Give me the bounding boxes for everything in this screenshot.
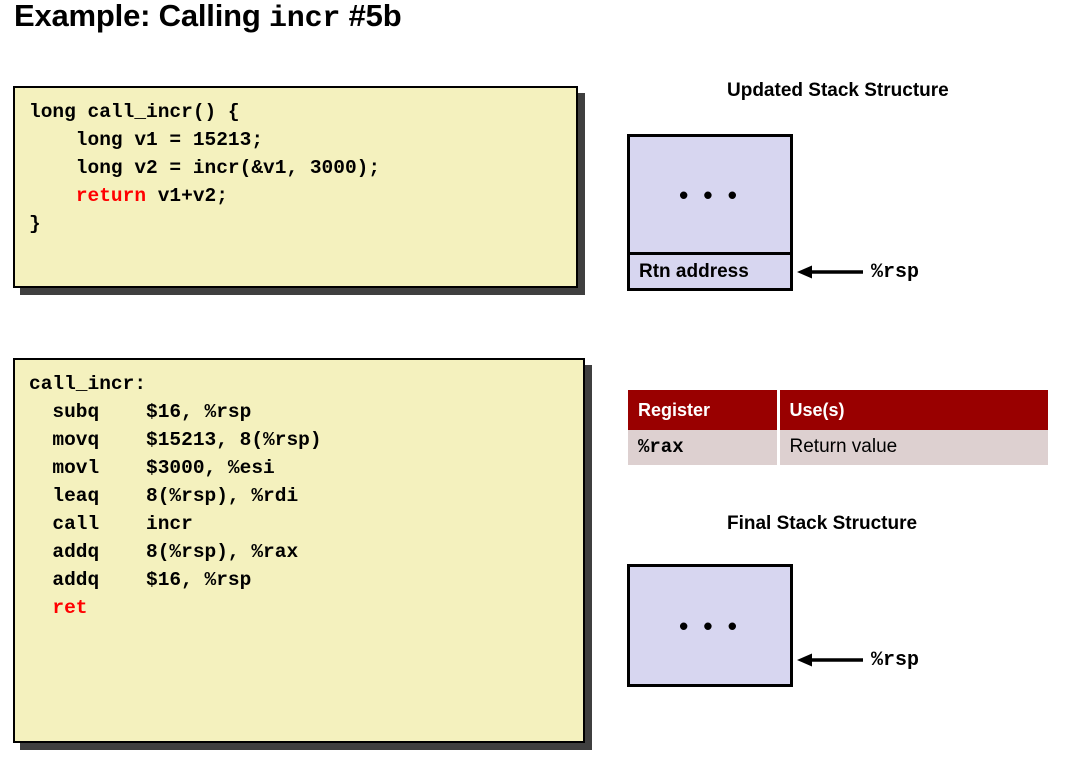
updated-stack-cell-return-address: Rtn address (630, 252, 790, 288)
final-stack-ellipsis-text: • • • (679, 610, 741, 641)
c-code-tail: v1+v2; } (29, 185, 228, 235)
table-cell-register-name: %rax (628, 430, 780, 465)
updated-stack-return-address-label: Rtn address (639, 260, 749, 282)
page-title: Example: Calling incr #5b (14, 0, 402, 39)
asm-code-ret-keyword: ret (52, 597, 88, 619)
table-header-register: Register (628, 390, 780, 430)
assembly-code-box: call_incr: subq $16, %rsp movq $15213, 8… (13, 358, 585, 743)
updated-stack-diagram: • • • Rtn address (627, 134, 793, 291)
table-cell-register-use: Return value (778, 430, 1048, 465)
left-arrow-icon (797, 265, 863, 279)
updated-stack-heading: Updated Stack Structure (727, 80, 949, 101)
left-arrow-icon (797, 653, 863, 667)
updated-stack-rsp-pointer: %rsp (795, 260, 920, 284)
final-stack-heading: Final Stack Structure (727, 513, 918, 534)
final-stack-cell-ellipsis: • • • (630, 567, 790, 684)
page-title-prefix: Example: Calling (14, 0, 269, 33)
table-row: %rax Return value (628, 430, 1048, 465)
final-stack-rsp-label: %rsp (871, 648, 920, 672)
updated-stack-cell-ellipsis: • • • (630, 137, 790, 252)
final-stack-rsp-pointer: %rsp (795, 648, 920, 672)
assembly-code-text: call_incr: subq $16, %rsp movq $15213, 8… (15, 360, 583, 632)
updated-stack-ellipsis-text: • • • (679, 179, 741, 210)
asm-code-head: call_incr: subq $16, %rsp movq $15213, 8… (29, 373, 322, 591)
page-title-suffix: #5b (340, 0, 402, 33)
register-usage-table: Register Use(s) %rax Return value (628, 390, 1048, 465)
final-stack-diagram: • • • (627, 564, 793, 687)
c-code-return-keyword: return (75, 185, 147, 207)
c-source-code-text: long call_incr() { long v1 = 15213; long… (15, 88, 576, 248)
page-title-code: incr (269, 2, 341, 36)
table-header-row: Register Use(s) (628, 390, 1048, 430)
updated-stack-rsp-label: %rsp (871, 260, 920, 284)
c-code-head: long call_incr() { long v1 = 15213; long… (29, 101, 381, 179)
table-header-uses: Use(s) (778, 390, 1048, 430)
c-source-code-box: long call_incr() { long v1 = 15213; long… (13, 86, 578, 288)
